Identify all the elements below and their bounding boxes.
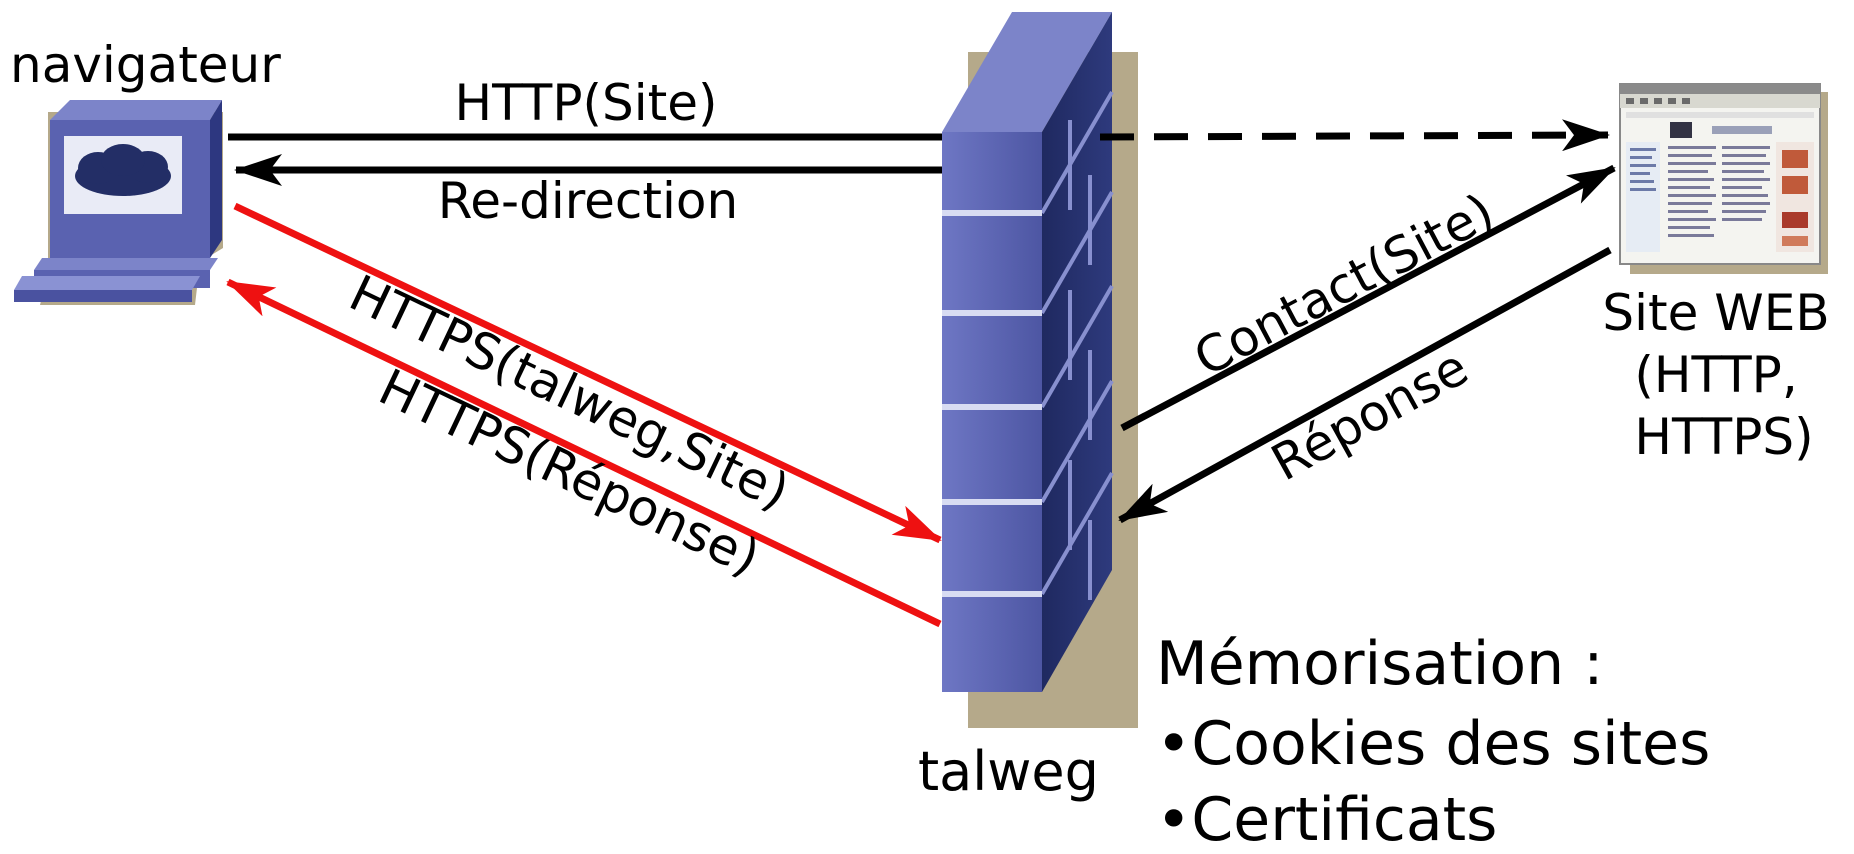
label-response: Réponse: [1262, 338, 1477, 492]
arrow-response: [1118, 246, 1612, 524]
firewall-wall-icon: [942, 12, 1138, 728]
arrow-contact-site: [1120, 164, 1616, 432]
browser-computer-icon: [14, 100, 223, 305]
website-screenshot-icon: [1619, 83, 1828, 274]
site-label: Site WEB (HTTP, HTTPS): [1602, 284, 1845, 466]
label-http-site: HTTP(Site): [455, 74, 718, 132]
browser-label: navigateur: [10, 36, 281, 94]
site-label-line-1: Site WEB: [1602, 284, 1829, 342]
arrow-https-response: [226, 278, 942, 628]
arrow-https-talweg-site: [233, 202, 942, 544]
memorization-item-certificates: •Certificats: [1156, 785, 1497, 849]
site-label-line-2: (HTTP,: [1634, 346, 1797, 404]
label-redirection: Re-direction: [438, 172, 738, 230]
arrow-forward-dashed: [1099, 119, 1610, 152]
site-label-line-3: HTTPS): [1634, 408, 1813, 466]
memorization-item-cookies: •Cookies des sites: [1156, 709, 1710, 779]
firewall-label: talweg: [918, 740, 1099, 803]
memorization-title: Mémorisation :: [1156, 629, 1603, 699]
